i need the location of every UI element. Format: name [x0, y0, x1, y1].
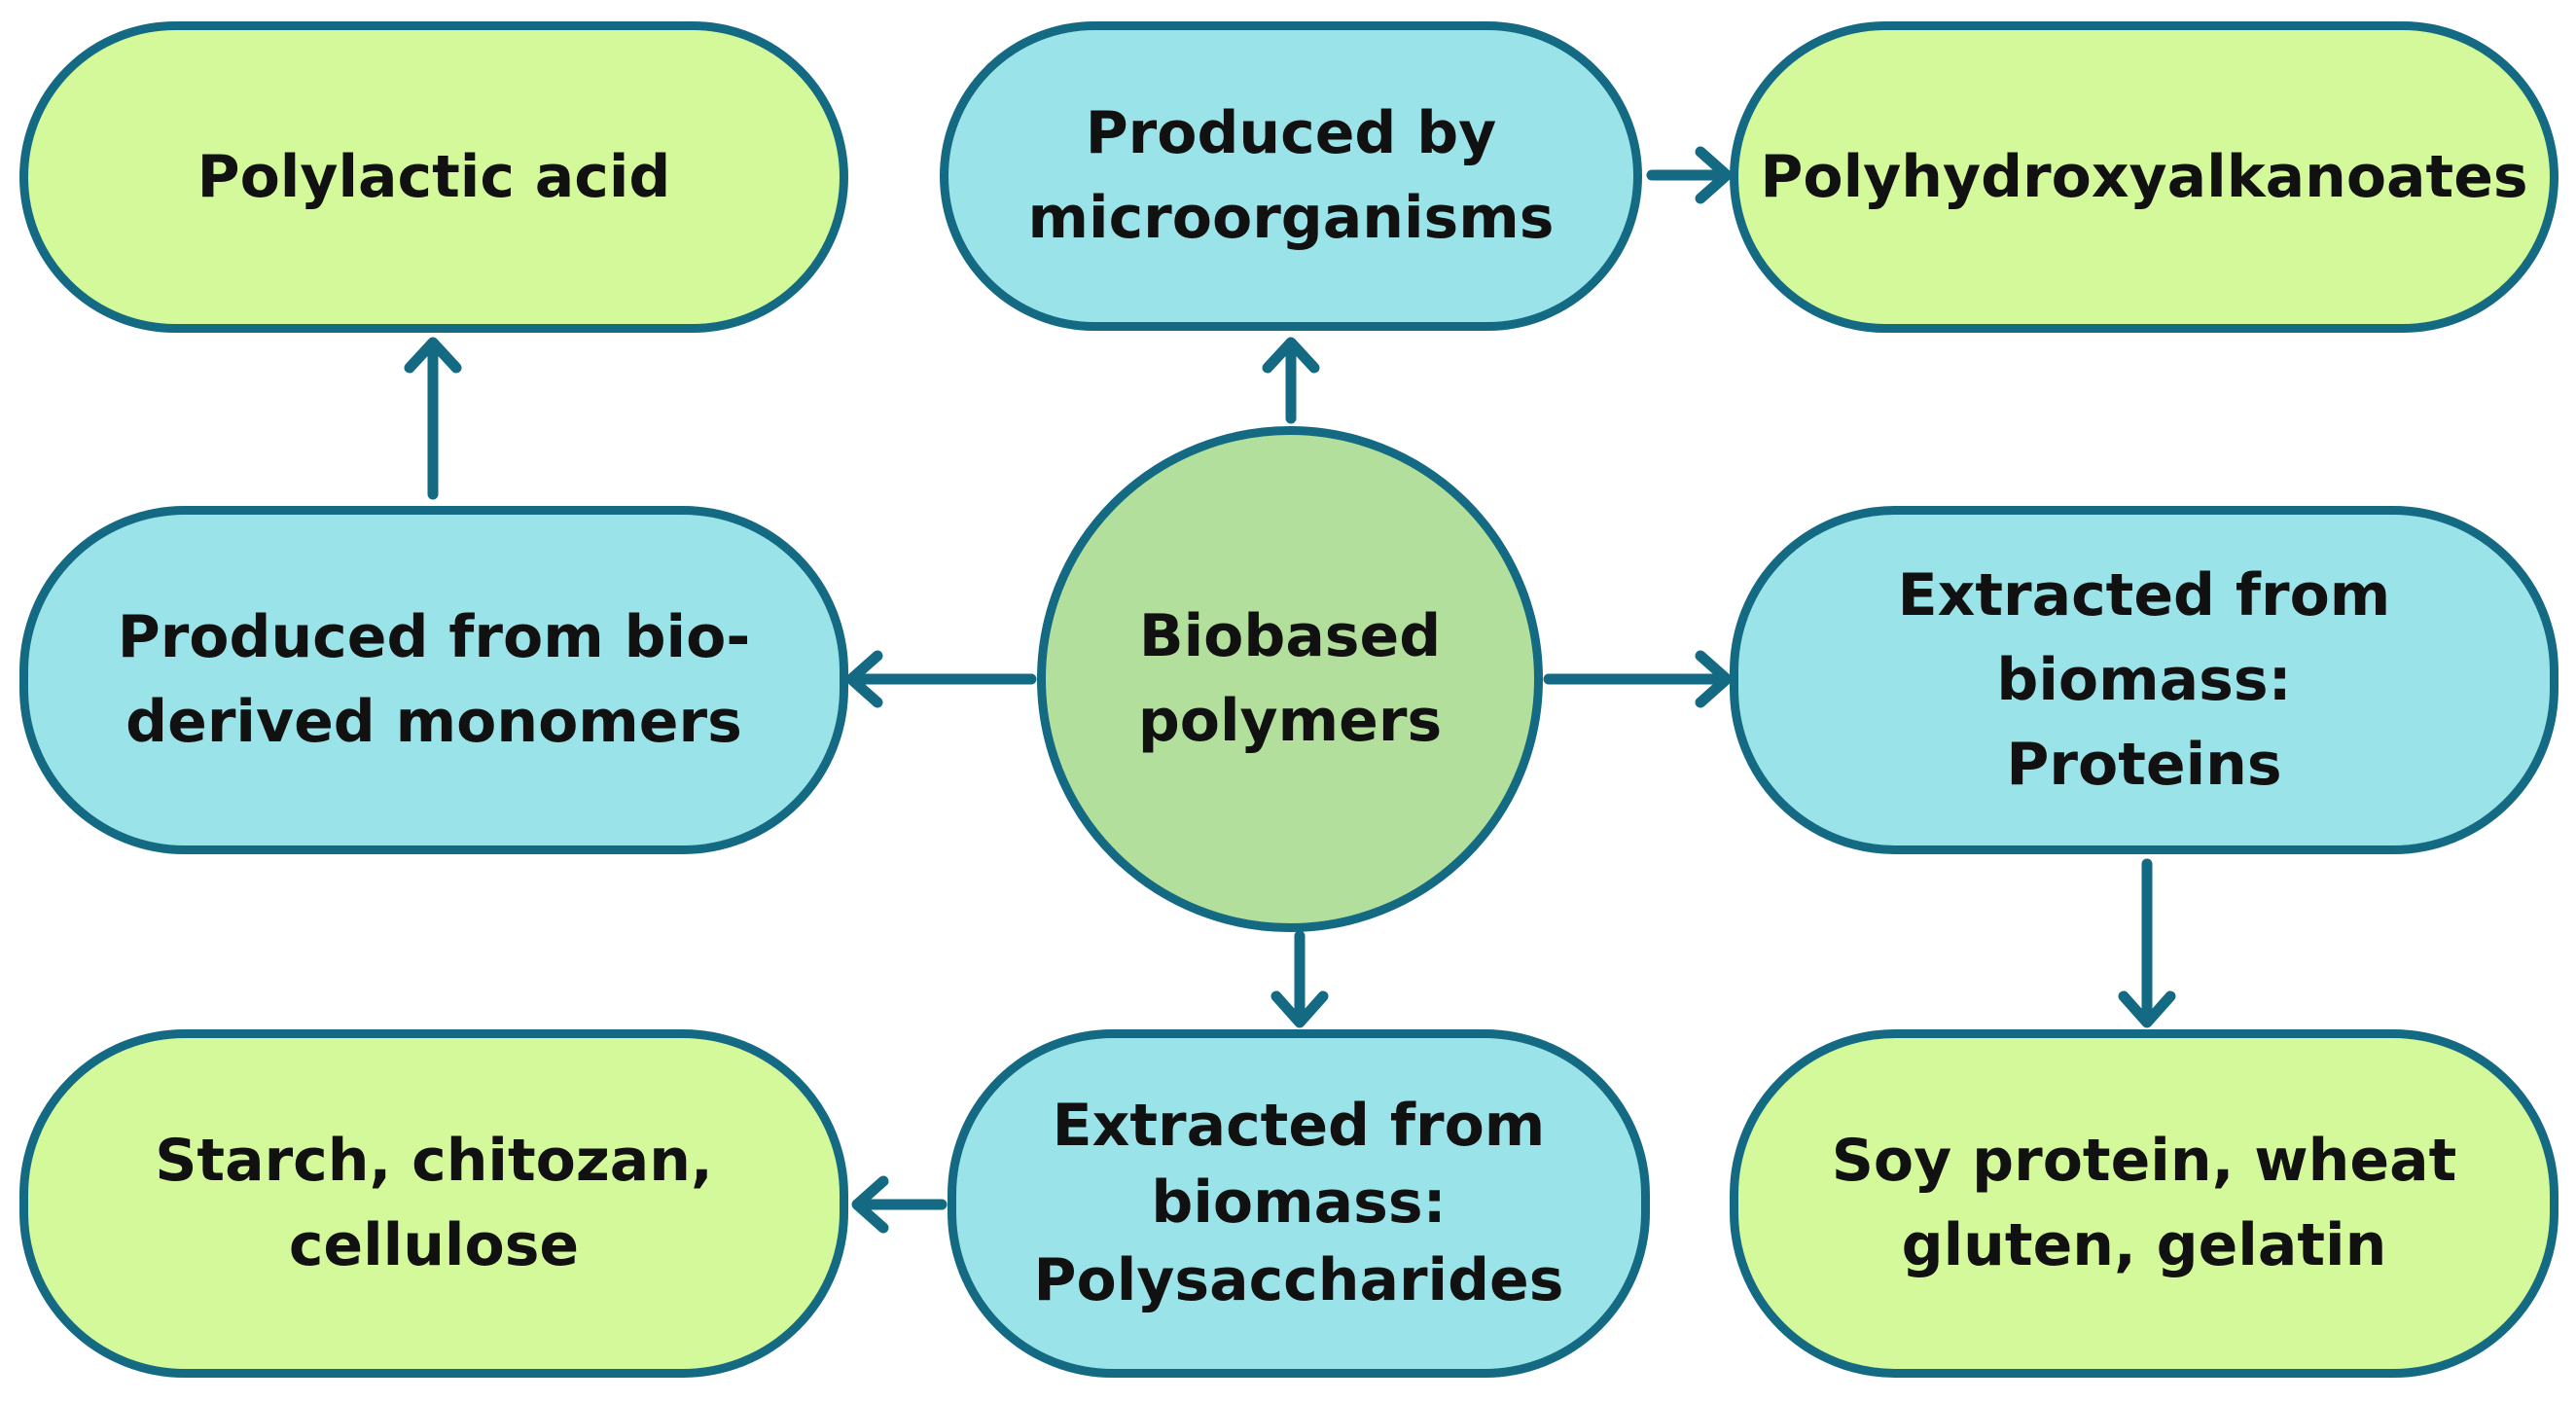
arrow-monomers-to-polylactic-acid [404, 337, 462, 500]
node-text: Produced by microorganisms [1028, 91, 1555, 261]
arrow-proteins-to-soy [2118, 858, 2176, 1028]
node-extracted-from-biomass-polysaccharides: Extracted from biomass: Polysaccharides [948, 1029, 1650, 1378]
arrow-center-to-microorganisms [1262, 337, 1320, 424]
arrow-center-to-polysaccharides [1270, 930, 1329, 1028]
node-label-line: Produced by [1085, 99, 1497, 167]
node-label-line: polymers [1137, 687, 1443, 755]
arrow-center-to-proteins [1543, 650, 1733, 708]
node-produced-from-bio-derived-monomers: Produced from bio- derived monomers [19, 506, 848, 854]
node-label-line: Extracted from [1052, 1092, 1546, 1161]
node-polyhydroxyalkanoates: Polyhydroxyalkanoates [1730, 21, 2558, 333]
node-polylactic-acid: Polylactic acid [19, 21, 848, 333]
node-label-line: Produced from bio- [117, 603, 751, 671]
node-label-line: microorganisms [1027, 184, 1555, 252]
node-label-line: derived monomers [125, 688, 742, 756]
node-label-line: gluten, gelatin [1901, 1211, 2387, 1279]
node-text: Soy protein, wheat gluten, gelatin [1832, 1119, 2457, 1288]
node-label-line: cellulose [288, 1211, 580, 1279]
node-text: Biobased polymers [1138, 594, 1442, 764]
node-soy-protein-wheat-gluten-gelatin: Soy protein, wheat gluten, gelatin [1730, 1029, 2558, 1378]
arrow-polysaccharides-to-starch [851, 1175, 948, 1234]
node-label-line: Proteins [2006, 730, 2282, 799]
node-text: Polyhydroxyalkanoates [1760, 135, 2527, 220]
node-label-line: Extracted from biomass: [1897, 560, 2391, 714]
node-label-line: Soy protein, wheat [1831, 1127, 2457, 1195]
node-label-line: Starch, chitozan, [155, 1127, 713, 1195]
node-text: Produced from bio- derived monomers [118, 595, 751, 765]
node-text: Extracted from biomass: Polysaccharides [1034, 1088, 1564, 1319]
node-label-line: Polysaccharides [1033, 1245, 1564, 1314]
node-label-line: Polyhydroxyalkanoates [1760, 142, 2528, 211]
arrow-center-to-monomers [845, 650, 1037, 708]
node-label-line: Polylactic acid [197, 142, 671, 211]
node-produced-by-microorganisms: Produced by microorganisms [940, 21, 1642, 331]
arrow-microorganisms-to-polyhydroxyalkanoates [1646, 146, 1733, 204]
node-text: Starch, chitozan, cellulose [155, 1119, 713, 1288]
node-text: Extracted from biomass: Proteins [1766, 554, 2522, 808]
node-extracted-from-biomass-proteins: Extracted from biomass: Proteins [1730, 506, 2558, 854]
node-label-line: Biobased [1138, 602, 1442, 670]
node-starch-chitozan-cellulose: Starch, chitozan, cellulose [19, 1029, 848, 1378]
node-label-line: biomass: [1151, 1168, 1447, 1238]
node-biobased-polymers: Biobased polymers [1037, 426, 1543, 932]
node-text: Polylactic acid [197, 135, 671, 220]
